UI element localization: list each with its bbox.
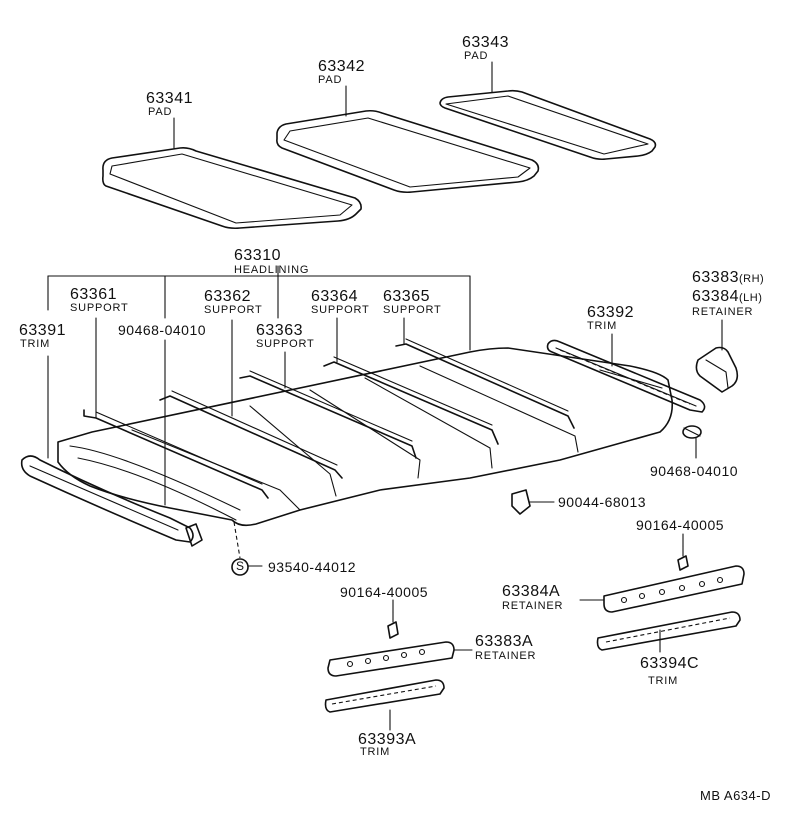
clip-90044-number: 90044-68013 bbox=[558, 494, 647, 510]
support-rod-63362 bbox=[159, 390, 343, 479]
trim-63392 bbox=[546, 339, 706, 413]
trim-63393A bbox=[324, 679, 445, 713]
clip-left-number: 90468-04010 bbox=[118, 322, 207, 338]
headlining-bracket bbox=[47, 265, 471, 506]
retainer-lh-side: (LH) bbox=[739, 292, 763, 304]
support-63365-number: 63365 bbox=[383, 288, 430, 305]
pad-63343 bbox=[439, 89, 657, 161]
screw-right bbox=[677, 545, 689, 571]
retainer-lh-number: 63384(LH) bbox=[692, 289, 762, 305]
retainer-63383A bbox=[327, 641, 455, 677]
clip-right-number: 90468-04010 bbox=[650, 463, 739, 479]
support-63364-number: 63364 bbox=[311, 288, 358, 305]
support-63362-name: SUPPORT bbox=[204, 304, 263, 316]
pad-63342 bbox=[276, 109, 540, 194]
trim-63394C bbox=[596, 611, 741, 651]
s-symbol-text: S bbox=[236, 559, 245, 573]
retainer-63383-63384 bbox=[695, 346, 739, 393]
retainer-6338x-name: RETAINER bbox=[692, 306, 754, 318]
support-63365-name: SUPPORT bbox=[383, 304, 442, 316]
trim-63391-name: TRIM bbox=[20, 338, 51, 350]
headlining-number: 63310 bbox=[234, 247, 281, 264]
retainer-rh-number: 63383(RH) bbox=[692, 270, 764, 286]
retainer-63384A-name: RETAINER bbox=[502, 600, 564, 612]
support-rod-63364 bbox=[323, 356, 499, 445]
reference-code: MB A634-D bbox=[700, 788, 771, 803]
support-63361-name: SUPPORT bbox=[70, 302, 129, 314]
leader-lines bbox=[95, 61, 723, 731]
support-rod-63361 bbox=[83, 409, 269, 499]
trim-63392-name: TRIM bbox=[587, 320, 618, 332]
s-symbol-circle bbox=[231, 558, 249, 576]
retainer-63384A-number: 63384A bbox=[502, 583, 561, 600]
trim-63392-number: 63392 bbox=[587, 304, 634, 321]
retainer-rh-part: 63383 bbox=[692, 269, 739, 286]
support-63362-number: 63362 bbox=[204, 288, 251, 305]
pad-63341-number: 63341 bbox=[146, 90, 193, 107]
trim-63394C-name: TRIM bbox=[648, 675, 679, 687]
pad-63342-name: PAD bbox=[318, 74, 343, 86]
support-63363-number: 63363 bbox=[256, 322, 303, 339]
support-rod-63365 bbox=[395, 338, 575, 429]
support-63364-name: SUPPORT bbox=[311, 304, 370, 316]
pad-63343-number: 63343 bbox=[462, 34, 509, 51]
pad-63341 bbox=[102, 147, 362, 230]
trim-63391 bbox=[20, 455, 194, 543]
retainer-63383A-name: RETAINER bbox=[475, 650, 537, 662]
screw-left bbox=[387, 611, 399, 639]
screw-left-number: 90164-40005 bbox=[340, 584, 429, 600]
trim-63394C-number: 63394C bbox=[640, 655, 700, 672]
headlining-name: HEADLINING bbox=[234, 264, 310, 276]
screw-93540-number: 93540-44012 bbox=[268, 559, 357, 575]
retainer-lh-part: 63384 bbox=[692, 288, 739, 305]
pad-63343-name: PAD bbox=[464, 50, 489, 62]
trim-63393A-name: TRIM bbox=[360, 746, 391, 758]
support-63361-number: 63361 bbox=[70, 286, 117, 303]
clip-90468-right bbox=[682, 425, 702, 439]
trim-63393A-number: 63393A bbox=[358, 731, 417, 748]
support-63363-name: SUPPORT bbox=[256, 338, 315, 350]
retainer-63384A bbox=[603, 565, 745, 613]
pad-63341-name: PAD bbox=[148, 106, 173, 118]
pad-63342-number: 63342 bbox=[318, 58, 365, 75]
headlining-63310 bbox=[57, 347, 674, 527]
retainer-rh-side: (RH) bbox=[739, 273, 765, 285]
support-rod-63363 bbox=[239, 370, 417, 459]
trim-63391-number: 63391 bbox=[19, 322, 66, 339]
clip-90044 bbox=[511, 489, 531, 515]
clip-90468-left bbox=[185, 523, 203, 547]
retainer-63383A-number: 63383A bbox=[475, 633, 534, 650]
screw-right-number: 90164-40005 bbox=[636, 517, 725, 533]
